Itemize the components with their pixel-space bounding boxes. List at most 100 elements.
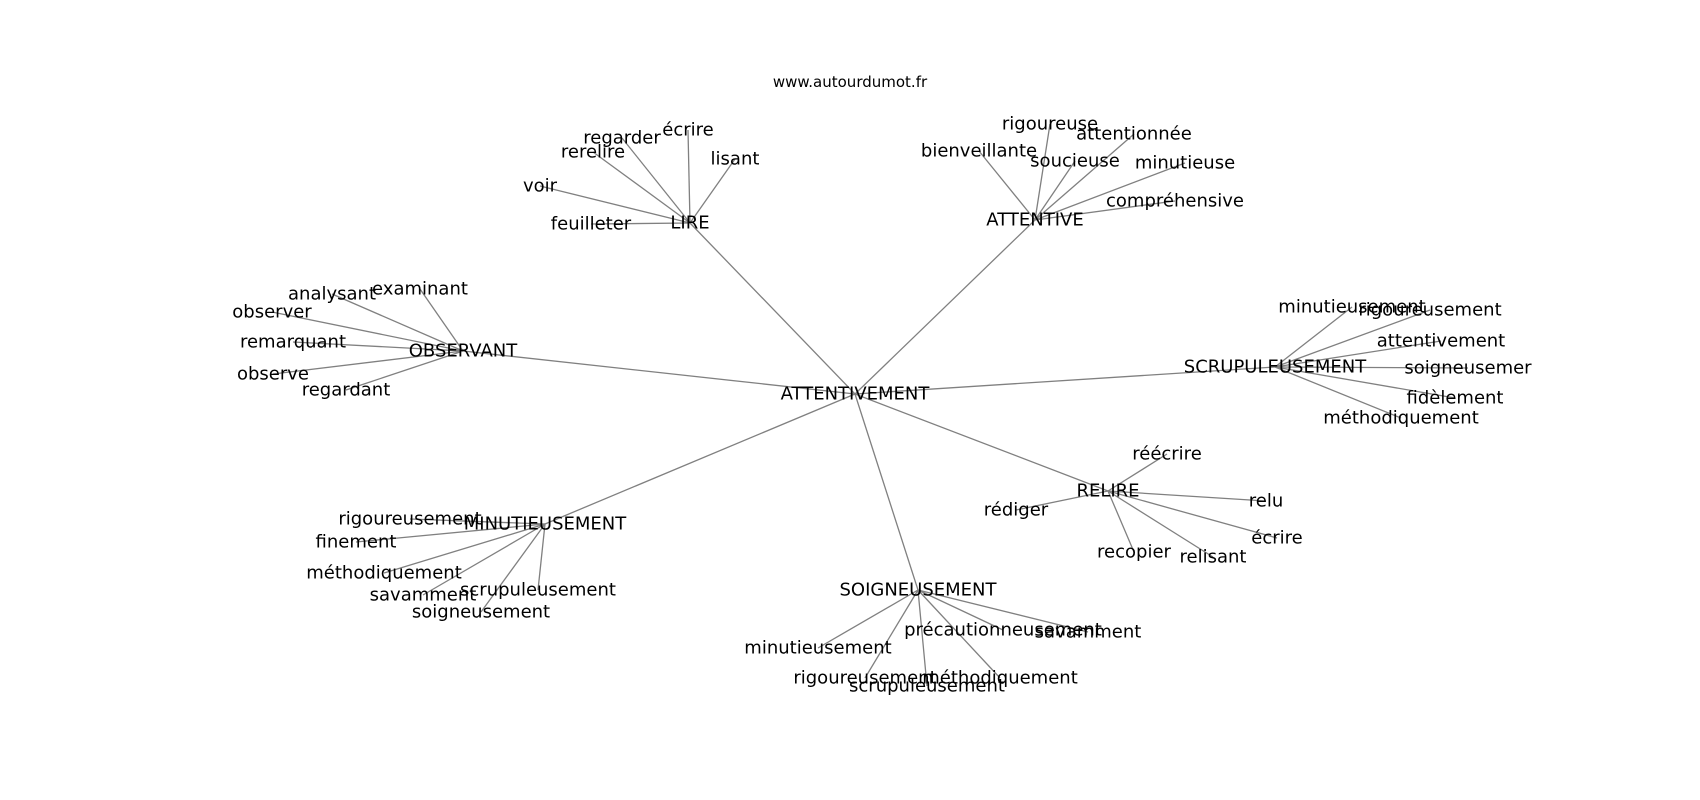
word-node: soigneusement — [412, 602, 550, 623]
edge-hub-to-word — [1107, 490, 1278, 539]
word-node: regardant — [302, 380, 391, 401]
hub-node: MINUTIEUSEMENT — [464, 514, 627, 535]
word-node: rédiger — [984, 500, 1049, 521]
word-node: minutieusement — [744, 638, 891, 659]
word-node: bienveillante — [921, 141, 1037, 162]
edge-hub-to-word — [345, 350, 464, 391]
edge-hub-to-word — [1274, 366, 1402, 419]
word-node: rigoureuse — [1002, 114, 1098, 135]
edge-hub-to-word — [409, 518, 546, 525]
word-node: scrupuleusement — [849, 676, 1005, 697]
edge-hub-to-word — [817, 589, 919, 649]
word-node: précautionneusement — [904, 620, 1102, 641]
word-node: savamment — [1035, 622, 1142, 643]
word-node: écrire — [1251, 528, 1302, 549]
word-node: recopier — [1097, 542, 1171, 563]
edge-hub-to-word — [917, 589, 928, 687]
word-node: relu — [1249, 491, 1284, 512]
word-node: remarquant — [240, 332, 346, 353]
word-node: attentionnée — [1076, 124, 1192, 145]
edge-hub-to-word — [1034, 123, 1051, 221]
edge-hub-to-word — [1274, 366, 1469, 369]
edge-hub-to-word — [419, 288, 464, 352]
edge-hub-to-word — [621, 137, 691, 224]
edge-hub-to-word — [1107, 490, 1135, 553]
edge-hub-to-word — [331, 293, 464, 352]
word-node: scrupuleusement — [460, 580, 616, 601]
word-node: regarder — [583, 128, 661, 149]
edge-hub-to-word — [480, 523, 546, 613]
edge-hub-to-word — [537, 523, 546, 591]
word-node: rigoureusement — [793, 668, 936, 689]
word-node: soucieuse — [1030, 151, 1120, 172]
word-node: rigoureusement — [1358, 300, 1501, 321]
edge-center-to-hub — [854, 366, 1276, 395]
edge-hub-to-word — [292, 341, 464, 352]
edge-hub-to-word — [978, 150, 1036, 221]
edge-hub-to-word — [687, 129, 691, 224]
word-node: compréhensive — [1106, 191, 1244, 212]
word-node: écrire — [662, 120, 713, 141]
word-node: relisant — [1180, 547, 1247, 568]
edge-hub-to-word — [1034, 200, 1176, 221]
word-node: attentivement — [1377, 331, 1506, 352]
hub-node: OBSERVANT — [409, 341, 518, 362]
edge-center-to-hub — [854, 219, 1036, 395]
word-node: soigneusemer — [1404, 358, 1532, 379]
word-node: observe — [237, 364, 309, 385]
word-node: savamment — [370, 585, 477, 606]
edge-hub-to-word — [1034, 133, 1135, 221]
word-node: finement — [316, 532, 397, 553]
word-node: minutieusement — [1278, 297, 1425, 318]
word-node: réécrire — [1132, 444, 1202, 465]
word-node: examinant — [372, 279, 468, 300]
edge-hub-to-word — [422, 523, 546, 596]
edge-hub-to-word — [1034, 162, 1186, 221]
word-node: méthodiquement — [306, 563, 462, 584]
word-node: méthodiquement — [922, 668, 1078, 689]
word-node: rerelire — [561, 142, 625, 163]
edge-center-to-hub — [544, 393, 856, 525]
edge-hub-to-word — [592, 151, 691, 224]
edge-hub-to-word — [383, 523, 546, 574]
edge-hub-to-word — [1034, 160, 1076, 221]
edge-hub-to-word — [864, 589, 919, 679]
site-watermark: www.autourdumot.fr — [772, 73, 928, 91]
edge-hub-to-word — [1107, 490, 1214, 558]
edge-hub-to-word — [1274, 366, 1456, 399]
word-node: rigoureusement — [338, 509, 481, 530]
center-node: ATTENTIVEMENT — [781, 384, 931, 405]
edge-hub-to-word — [1107, 453, 1168, 492]
edge-hub-to-word — [355, 523, 546, 543]
edge-hub-to-word — [917, 589, 1001, 679]
edge-hub-to-word — [1107, 490, 1267, 502]
word-node: lisant — [711, 149, 760, 170]
edge-hub-to-word — [1274, 306, 1353, 368]
word-node: feuilleter — [551, 214, 632, 235]
word-node: voir — [523, 176, 558, 197]
hub-node: SOIGNEUSEMENT — [839, 580, 997, 601]
edge-center-to-hub — [854, 393, 1109, 492]
word-node: méthodiquement — [1323, 408, 1479, 429]
word-node: minutieuse — [1135, 153, 1235, 174]
edge-hub-to-word — [539, 185, 691, 224]
edge-hub-to-word — [917, 589, 1004, 631]
edge-center-to-hub — [854, 393, 919, 591]
edge-hub-to-word — [1274, 309, 1431, 368]
edge-hub-to-word — [590, 222, 691, 225]
hub-node: SCRUPULEUSEMENT — [1184, 357, 1367, 378]
edge-hub-to-word — [272, 350, 464, 375]
edge-hub-to-word — [689, 158, 736, 224]
edge-hub-to-word — [271, 311, 464, 352]
hub-node: ATTENTIVE — [986, 210, 1083, 231]
hub-node: LIRE — [670, 213, 709, 234]
edge-center-to-hub — [462, 350, 856, 395]
word-node: fidèlement — [1407, 388, 1504, 409]
hub-node: RELIRE — [1076, 481, 1139, 502]
word-node: observer — [232, 302, 312, 323]
edge-center-to-hub — [689, 222, 856, 395]
edge-hub-to-word — [917, 589, 1089, 633]
edge-hub-to-word — [1015, 490, 1109, 511]
edge-hub-to-word — [1274, 340, 1442, 368]
